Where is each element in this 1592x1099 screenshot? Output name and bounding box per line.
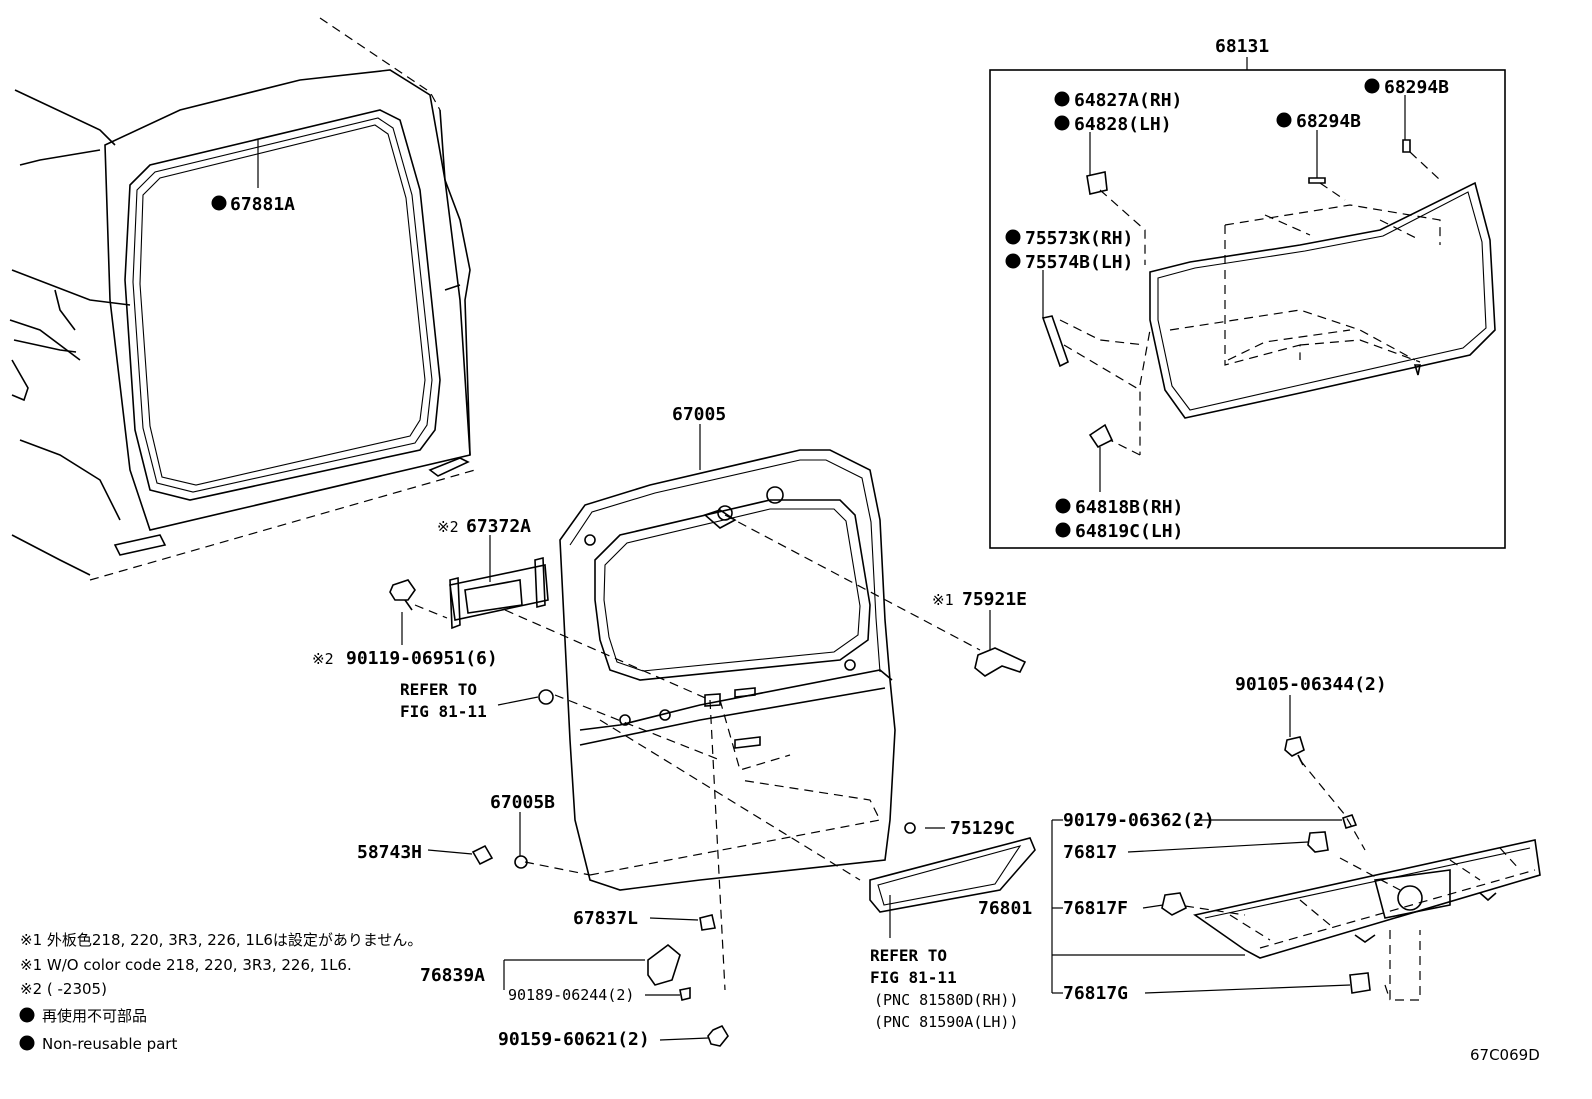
label-75129c[interactable]: 75129C [950, 818, 1015, 839]
label-64819c[interactable]: 64819C(LH) [1075, 521, 1183, 542]
refer-left: REFER TO FIG 81-11 [400, 680, 487, 721]
label-68131[interactable]: 68131 [1215, 36, 1269, 57]
label-90105[interactable]: 90105-06344(2) [1235, 674, 1387, 695]
label-67005b[interactable]: 67005B [490, 792, 555, 813]
refer-bottom-line2[interactable]: FIG 81-11 [870, 968, 957, 987]
legend-non-reusable-jp: 再使用不可部品 [42, 1007, 147, 1025]
note-mark-1: ※1 [932, 591, 954, 609]
label-76839a[interactable]: 76839A [420, 965, 485, 986]
footnote-1-jp: ※1 外板色218, 220, 3R3, 226, 1L6は設定がありません。 [20, 931, 422, 949]
assembly-box-68131 [989, 57, 1506, 549]
label-75921e[interactable]: 75921E [962, 589, 1027, 610]
label-67005[interactable]: 67005 [672, 404, 726, 425]
footnote-2: ※2 ( -2305) [20, 980, 107, 998]
refer-bottom-pnc2: (PNC 81590A(LH)) [874, 1013, 1019, 1031]
leader-lines [257, 95, 1406, 1041]
label-76801[interactable]: 76801 [978, 898, 1032, 919]
small-parts [389, 556, 1541, 1047]
label-68294b-lower[interactable]: 68294B [1296, 111, 1361, 132]
label-67881a[interactable]: 67881A [230, 194, 295, 215]
label-75574b[interactable]: 75574B(LH) [1025, 252, 1133, 273]
footnote-1-en: ※1 W/O color code 218, 220, 3R3, 226, 1L… [20, 956, 352, 974]
figure-code: 67C069D [1470, 1046, 1540, 1064]
label-67837l[interactable]: 67837L [573, 908, 638, 929]
label-76817[interactable]: 76817 [1063, 842, 1117, 863]
refer-bottom: REFER TO FIG 81-11 (PNC 81580D(RH)) (PNC… [870, 946, 1019, 1031]
label-58743h[interactable]: 58743H [357, 842, 422, 863]
label-90189[interactable]: 90189-06244(2) [508, 986, 634, 1004]
label-76817f[interactable]: 76817F [1063, 898, 1128, 919]
label-90159[interactable]: 90159-60621(2) [498, 1029, 650, 1050]
back-door-drawing [559, 449, 896, 891]
note-mark-2-a: ※2 [437, 518, 459, 536]
note-mark-2-b: ※2 [312, 650, 334, 668]
legend-non-reusable-en: Non-reusable part [42, 1035, 177, 1053]
refer-bottom-pnc1: (PNC 81580D(RH)) [874, 991, 1019, 1009]
label-64828[interactable]: 64828(LH) [1074, 114, 1172, 135]
label-67372a[interactable]: 67372A [466, 516, 531, 537]
label-64827a[interactable]: 64827A(RH) [1074, 90, 1182, 111]
non-reusable-markers [19, 78, 1380, 1051]
label-75573k[interactable]: 75573K(RH) [1025, 228, 1133, 249]
label-90179[interactable]: 90179-06362(2) [1063, 810, 1215, 831]
label-76817g[interactable]: 76817G [1063, 983, 1128, 1004]
dashed-reference-lines [414, 514, 1421, 1001]
refer-bottom-line1[interactable]: REFER TO [870, 946, 947, 965]
label-68294b-upper[interactable]: 68294B [1384, 77, 1449, 98]
vehicle-body-drawing [9, 17, 476, 581]
label-90119[interactable]: 90119-06951(6) [346, 648, 498, 669]
part-labels: 68131 64827A(RH) 64828(LH) 68294B 68294B… [230, 36, 1449, 1050]
footnotes: ※1 外板色218, 220, 3R3, 226, 1L6は設定がありません。 … [20, 931, 1540, 1064]
label-64818b[interactable]: 64818B(RH) [1075, 497, 1183, 518]
refer-left-line1[interactable]: REFER TO [400, 680, 477, 699]
refer-left-line2[interactable]: FIG 81-11 [400, 702, 487, 721]
